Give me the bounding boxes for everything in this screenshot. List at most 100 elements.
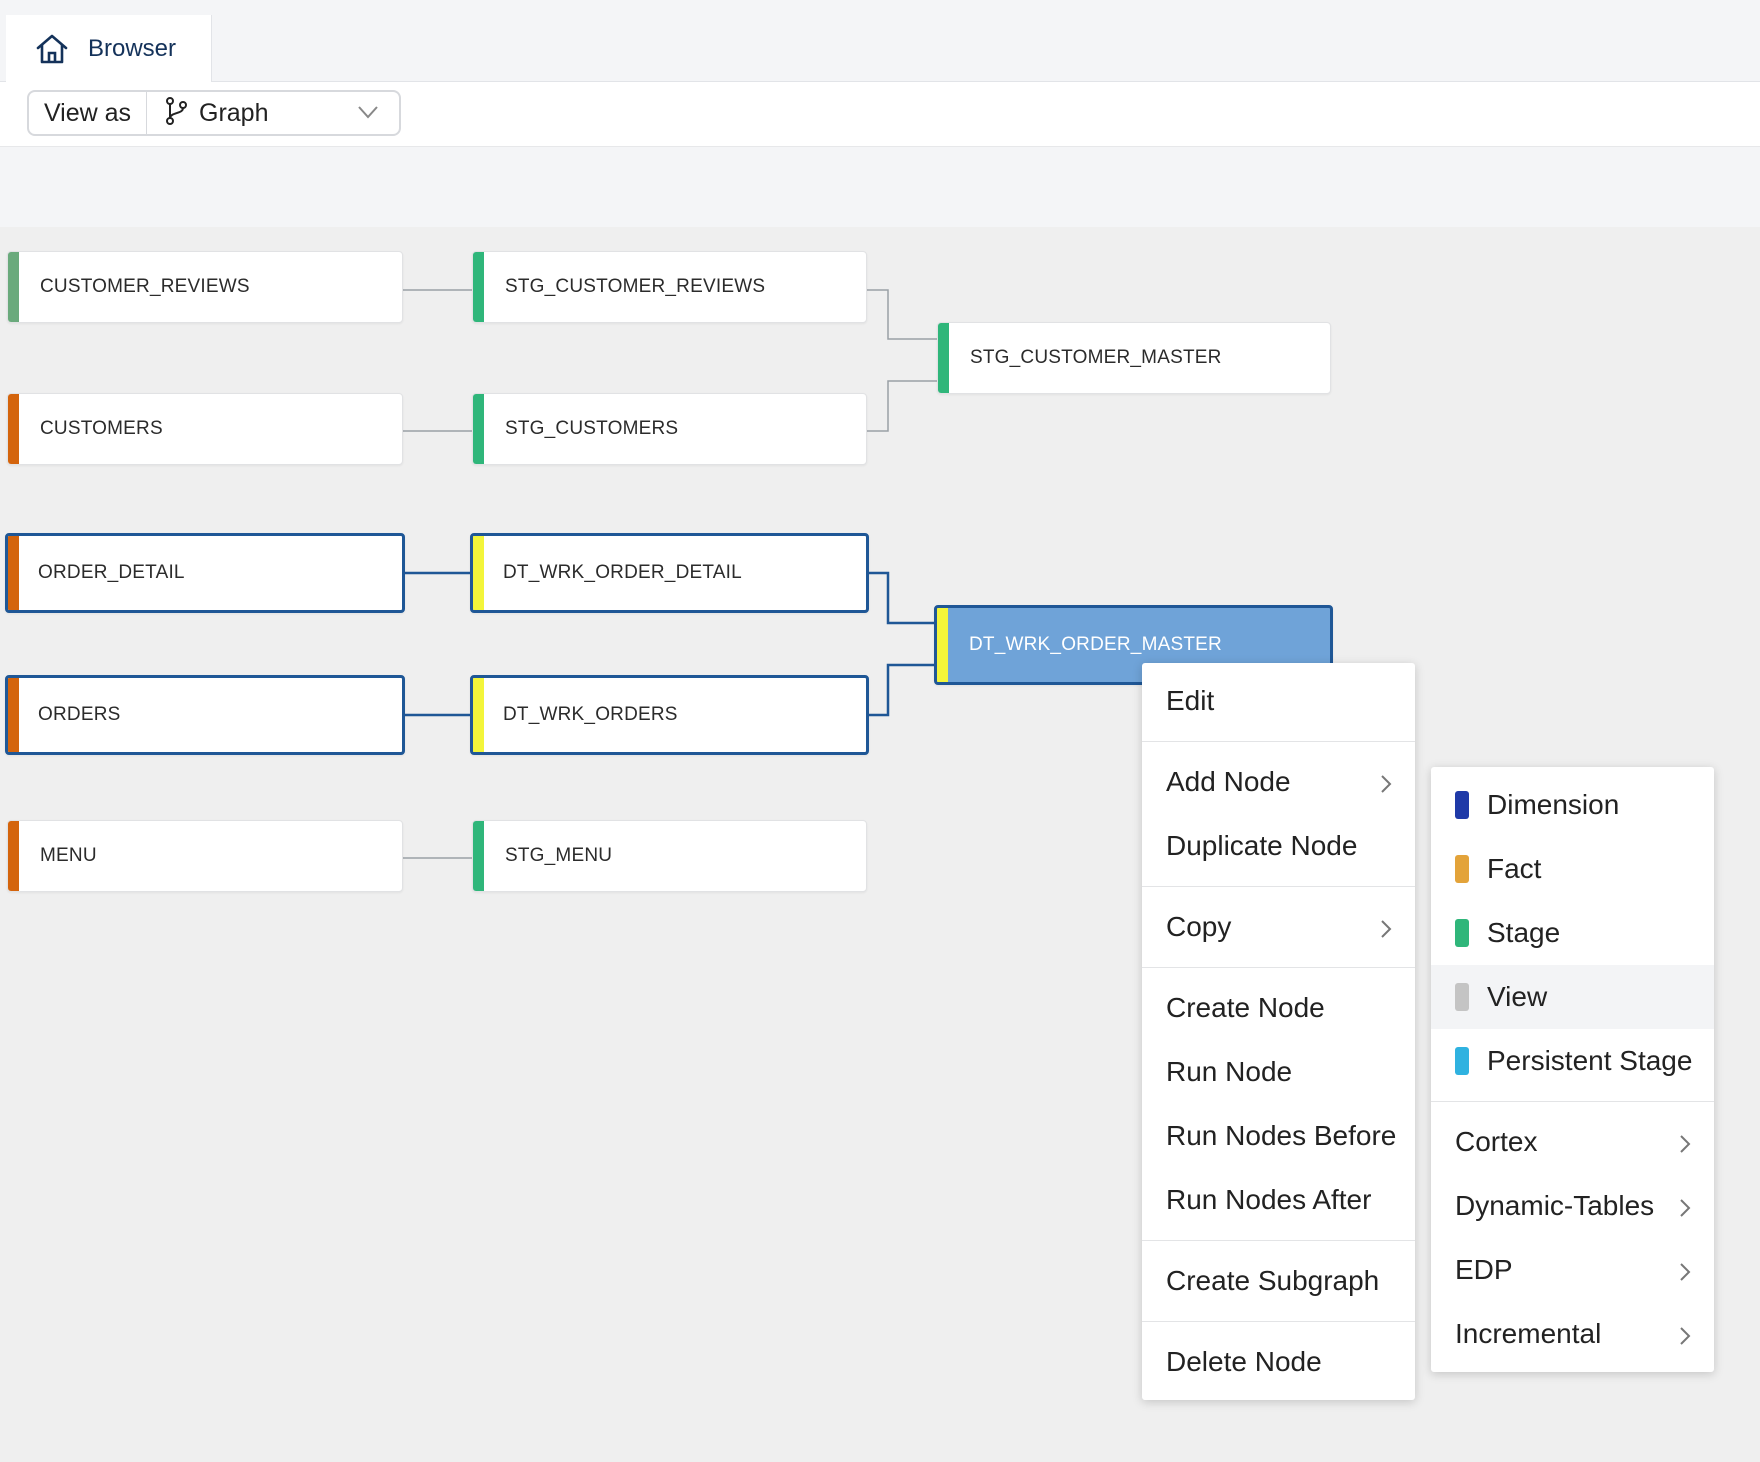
chevron-right-icon (1678, 1130, 1692, 1162)
tab-label: Browser (88, 34, 177, 62)
chevron-right-icon (1678, 1322, 1692, 1354)
submenu-item-fact[interactable]: Fact (1431, 837, 1714, 901)
node-label: CUSTOMERS (40, 418, 163, 439)
submenu-item-edp[interactable]: EDP (1431, 1238, 1714, 1302)
node-type-bar (8, 252, 19, 322)
node-stg-menu[interactable]: STG_MENU (472, 820, 867, 892)
edge-stg-customers-master (867, 380, 937, 432)
filter-band (0, 147, 1760, 227)
menu-item-duplicate-node[interactable]: Duplicate Node (1142, 814, 1415, 878)
node-menu[interactable]: MENU (7, 820, 403, 892)
submenu-item-cortex[interactable]: Cortex (1431, 1110, 1714, 1174)
menu-divider (1142, 1321, 1415, 1322)
submenu-item-dimension[interactable]: Dimension (1431, 773, 1714, 837)
home-icon (34, 29, 74, 69)
node-type-bar (8, 536, 19, 610)
top-bar: Browser (0, 0, 1760, 82)
node-label: DT_WRK_ORDER_MASTER (969, 634, 1222, 655)
menu-divider (1142, 741, 1415, 742)
submenu-item-stage[interactable]: Stage (1431, 901, 1714, 965)
submenu-item-persistent-stage[interactable]: Persistent Stage (1431, 1029, 1714, 1093)
menu-item-run-nodes-before[interactable]: Run Nodes Before (1142, 1104, 1415, 1168)
node-type-bar (938, 323, 949, 393)
view-mode-value: Graph (199, 98, 269, 127)
node-dt-wrk-order-detail[interactable]: DT_WRK_ORDER_DETAIL (470, 533, 869, 613)
toolbar: View as Graph (0, 82, 1760, 147)
menu-item-create-subgraph[interactable]: Create Subgraph (1142, 1249, 1415, 1313)
view-mode-select[interactable]: Graph (147, 92, 399, 134)
menu-item-label: Copy (1166, 911, 1232, 942)
node-type-bar (8, 394, 19, 464)
node-type-swatch (1455, 919, 1469, 947)
menu-item-label: Edit (1166, 685, 1215, 716)
node-type-bar (8, 678, 19, 752)
submenu-item-label: Cortex (1455, 1126, 1538, 1157)
menu-item-label: Add Node (1166, 766, 1291, 797)
menu-divider (1142, 886, 1415, 887)
submenu-item-label: Persistent Stage (1487, 1045, 1693, 1076)
context-menu: Edit Add Node Duplicate Node Copy Create… (1142, 663, 1415, 1400)
node-dt-wrk-orders[interactable]: DT_WRK_ORDERS (470, 675, 869, 755)
node-type-bar (473, 821, 484, 891)
submenu-item-label: Dimension (1487, 789, 1620, 820)
submenu-item-label: Incremental (1455, 1318, 1602, 1349)
branch-icon (163, 96, 189, 131)
edge-dt-orders-master (867, 663, 937, 717)
node-type-bar (473, 678, 484, 752)
node-stg-customer-master[interactable]: STG_CUSTOMER_MASTER (937, 322, 1331, 394)
node-type-swatch (1455, 983, 1469, 1011)
node-label: STG_CUSTOMERS (505, 418, 679, 439)
node-order-detail[interactable]: ORDER_DETAIL (5, 533, 405, 613)
node-stg-customer-reviews[interactable]: STG_CUSTOMER_REVIEWS (472, 251, 867, 323)
submenu-item-label: Stage (1487, 917, 1561, 948)
menu-item-copy[interactable]: Copy (1142, 895, 1415, 959)
menu-item-edit[interactable]: Edit (1142, 669, 1415, 733)
tab-browser[interactable]: Browser (6, 15, 212, 82)
node-type-swatch (1455, 1047, 1469, 1075)
menu-item-run-nodes-after[interactable]: Run Nodes After (1142, 1168, 1415, 1232)
chevron-right-icon (1379, 915, 1393, 947)
node-label: ORDERS (38, 704, 121, 725)
menu-item-run-node[interactable]: Run Node (1142, 1040, 1415, 1104)
chevron-right-icon (1678, 1258, 1692, 1290)
menu-item-label: Duplicate Node (1166, 830, 1358, 861)
node-label: STG_CUSTOMER_REVIEWS (505, 276, 766, 297)
menu-divider (1142, 1240, 1415, 1241)
node-label: STG_CUSTOMER_MASTER (970, 347, 1222, 368)
menu-divider (1431, 1101, 1714, 1102)
menu-item-label: Run Nodes Before (1166, 1120, 1397, 1151)
node-label: DT_WRK_ORDERS (503, 704, 678, 725)
menu-item-label: Delete Node (1166, 1346, 1322, 1377)
node-orders[interactable]: ORDERS (5, 675, 405, 755)
submenu-item-label: Fact (1487, 853, 1542, 884)
node-label: ORDER_DETAIL (38, 562, 185, 583)
node-type-bar (473, 394, 484, 464)
add-node-submenu: Dimension Fact Stage View Persistent Sta… (1431, 767, 1714, 1372)
node-label: MENU (40, 845, 97, 866)
menu-item-label: Create Subgraph (1166, 1265, 1380, 1296)
chevron-right-icon (1379, 770, 1393, 802)
menu-item-delete-node[interactable]: Delete Node (1142, 1330, 1415, 1394)
menu-item-label: Run Nodes After (1166, 1184, 1372, 1215)
menu-item-create-node[interactable]: Create Node (1142, 976, 1415, 1040)
node-stg-customers[interactable]: STG_CUSTOMERS (472, 393, 867, 465)
node-label: CUSTOMER_REVIEWS (40, 276, 250, 297)
node-type-bar (8, 821, 19, 891)
chevron-down-icon (357, 104, 379, 125)
submenu-item-view[interactable]: View (1431, 965, 1714, 1029)
view-as-label: View as (29, 92, 147, 134)
node-customers[interactable]: CUSTOMERS (7, 393, 403, 465)
submenu-item-label: Dynamic-Tables (1455, 1190, 1655, 1221)
submenu-item-dynamic-tables[interactable]: Dynamic-Tables (1431, 1174, 1714, 1238)
node-type-swatch (1455, 855, 1469, 883)
submenu-item-incremental[interactable]: Incremental (1431, 1302, 1714, 1366)
menu-item-add-node[interactable]: Add Node (1142, 750, 1415, 814)
node-type-swatch (1455, 791, 1469, 819)
node-type-bar (473, 252, 484, 322)
node-customer-reviews[interactable]: CUSTOMER_REVIEWS (7, 251, 403, 323)
submenu-item-label: EDP (1455, 1254, 1513, 1285)
node-type-bar (473, 536, 484, 610)
edge-dt-order-detail-master (867, 571, 937, 625)
